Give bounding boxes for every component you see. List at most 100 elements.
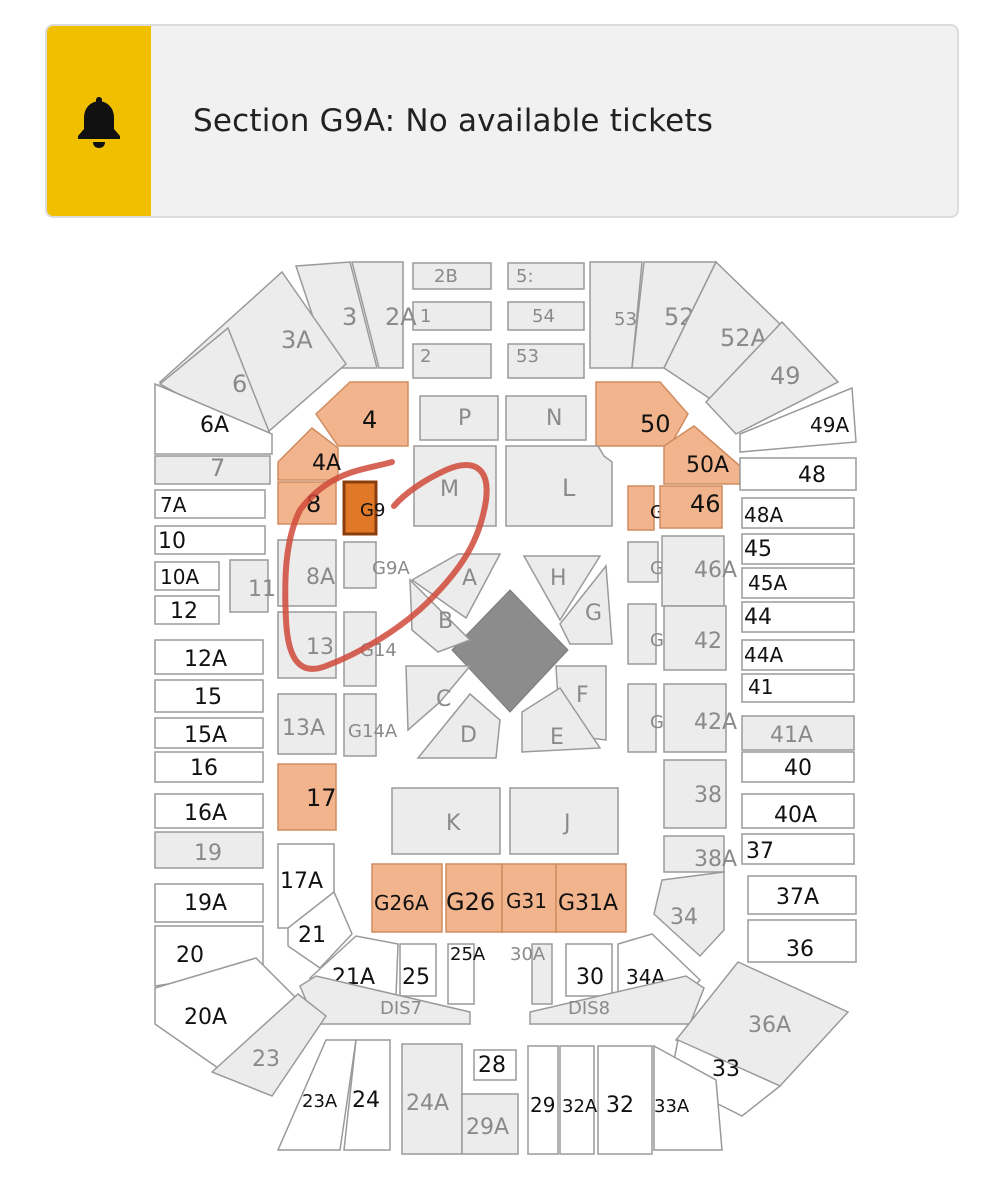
section-k[interactable] xyxy=(391,787,501,855)
section-dis8[interactable] xyxy=(529,975,705,1025)
section-g[interactable] xyxy=(559,564,613,645)
section-1[interactable] xyxy=(412,301,492,331)
section-c[interactable] xyxy=(405,665,472,732)
section-19a[interactable] xyxy=(154,883,264,923)
section-44[interactable] xyxy=(741,601,855,633)
section-13a[interactable] xyxy=(277,693,337,755)
section-46a[interactable] xyxy=(661,535,725,607)
section-46[interactable] xyxy=(659,485,723,529)
section-12[interactable] xyxy=(154,595,220,625)
section-25[interactable] xyxy=(399,943,437,997)
section-2b[interactable] xyxy=(412,262,492,290)
section-45[interactable] xyxy=(741,533,855,565)
section-30[interactable] xyxy=(565,943,613,997)
section-label-34: 34 xyxy=(670,905,698,930)
section-6a[interactable] xyxy=(154,382,273,455)
section-label-p: P xyxy=(458,406,471,431)
section-24[interactable] xyxy=(343,1039,391,1151)
section-41a[interactable] xyxy=(741,715,855,751)
section-45a[interactable] xyxy=(741,567,855,599)
section-50[interactable] xyxy=(595,381,689,447)
section-11[interactable] xyxy=(229,559,269,613)
section-label-25: 25 xyxy=(402,965,430,990)
section-label-24: 24 xyxy=(352,1088,380,1113)
section-32[interactable] xyxy=(597,1045,653,1155)
section-g47[interactable] xyxy=(627,485,655,531)
section-5-[interactable] xyxy=(507,262,585,290)
section-24a[interactable] xyxy=(401,1043,463,1155)
section-54[interactable] xyxy=(507,301,585,331)
section-10a[interactable] xyxy=(154,561,220,591)
section-l[interactable] xyxy=(505,445,613,527)
section-33a[interactable] xyxy=(653,1044,723,1151)
section-49[interactable] xyxy=(704,320,840,435)
section-30a[interactable] xyxy=(531,943,553,1005)
section-7a[interactable] xyxy=(154,489,266,519)
section-53[interactable] xyxy=(507,343,585,379)
section-p[interactable] xyxy=(419,395,499,441)
section-n[interactable] xyxy=(505,395,587,441)
section-g43a[interactable] xyxy=(627,683,657,753)
section-40a[interactable] xyxy=(741,793,855,829)
section-17[interactable] xyxy=(277,763,337,831)
section-37[interactable] xyxy=(741,833,855,865)
section-label-38a: 38A xyxy=(694,847,737,872)
section-4[interactable] xyxy=(315,381,409,447)
section-label-g14a: G14A xyxy=(348,721,398,742)
section-label-b: B xyxy=(438,609,453,634)
section-label-21: 21 xyxy=(298,923,326,948)
section-label-33a: 33A xyxy=(654,1096,690,1117)
section-32a[interactable] xyxy=(559,1045,595,1155)
section-e[interactable] xyxy=(521,686,602,753)
section-34[interactable] xyxy=(653,871,725,958)
section-15[interactable] xyxy=(154,679,264,713)
section-40[interactable] xyxy=(741,751,855,783)
section-42[interactable] xyxy=(663,605,727,671)
section-2[interactable] xyxy=(412,343,492,379)
section-label-20: 20 xyxy=(176,943,204,968)
section-a[interactable] xyxy=(410,553,502,620)
section-g43[interactable] xyxy=(627,603,657,665)
section-16a[interactable] xyxy=(154,793,264,829)
section-48a[interactable] xyxy=(741,497,855,529)
section-g14a[interactable] xyxy=(343,693,377,757)
section-label-30: 30 xyxy=(576,965,604,990)
section-37a[interactable] xyxy=(747,875,857,915)
section-44a[interactable] xyxy=(741,639,855,671)
section-label-g26a: G26A xyxy=(374,891,429,915)
section-g26a[interactable] xyxy=(371,863,443,933)
section-d[interactable] xyxy=(416,692,501,759)
section-g31a[interactable] xyxy=(555,863,627,933)
section-25a[interactable] xyxy=(447,943,475,1005)
section-g26[interactable] xyxy=(445,863,503,933)
section-10[interactable] xyxy=(154,525,266,555)
section-29a[interactable] xyxy=(461,1093,519,1155)
section-12a[interactable] xyxy=(154,639,264,675)
section-19[interactable] xyxy=(154,831,264,869)
section-23[interactable] xyxy=(210,993,328,1097)
section-g9[interactable] xyxy=(342,480,378,536)
section-7[interactable] xyxy=(154,455,271,485)
section-h[interactable] xyxy=(522,555,602,622)
section-42a[interactable] xyxy=(663,683,727,753)
section-label-g9: G9 xyxy=(360,500,385,521)
section-g9a[interactable] xyxy=(343,541,377,589)
section-36[interactable] xyxy=(747,919,857,963)
section-48[interactable] xyxy=(739,457,857,491)
section-label-13: 13 xyxy=(306,635,334,660)
section-38[interactable] xyxy=(663,759,727,829)
section-g31[interactable] xyxy=(501,863,557,933)
section-28[interactable] xyxy=(473,1049,517,1081)
section-g47a[interactable] xyxy=(627,541,659,583)
section-4a[interactable] xyxy=(277,427,339,481)
section-15a[interactable] xyxy=(154,717,264,749)
section-21[interactable] xyxy=(287,890,353,969)
section-label-j: J xyxy=(562,811,571,836)
section-j[interactable] xyxy=(509,787,619,855)
section-41[interactable] xyxy=(741,673,855,703)
section-2a[interactable] xyxy=(351,261,404,369)
section-29[interactable] xyxy=(527,1045,559,1155)
section-49a[interactable] xyxy=(739,386,857,453)
section-16[interactable] xyxy=(154,751,264,783)
section-label-12: 12 xyxy=(170,599,198,624)
